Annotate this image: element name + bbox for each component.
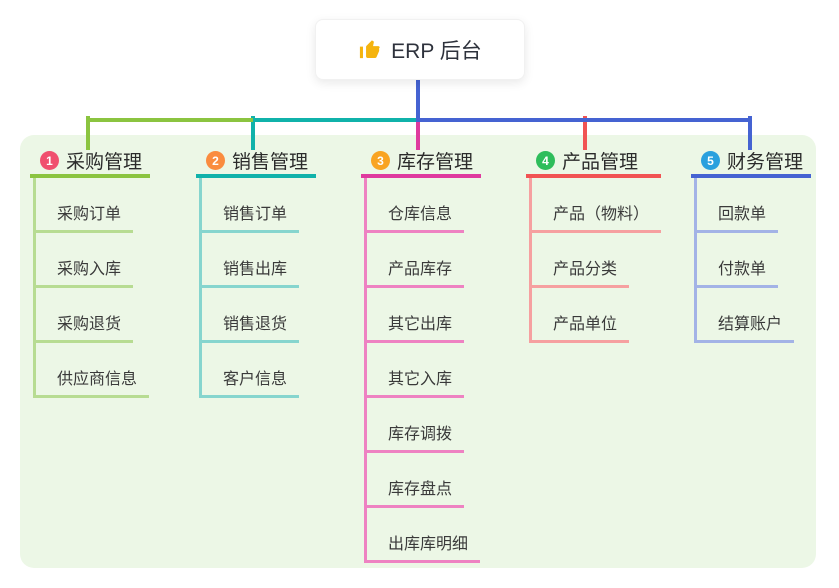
child-node-label: 付款单 (718, 261, 767, 278)
branch-number-badge: 4 (536, 151, 555, 170)
child-node-label: 仓库信息 (388, 206, 453, 223)
branch-node[interactable]: 1 采购管理 (30, 150, 151, 178)
child-node-label: 其它入库 (388, 371, 453, 388)
child-node[interactable]: 库存调拨 (367, 398, 465, 453)
child-node-label: 供应商信息 (57, 371, 138, 388)
child-node[interactable]: 仓库信息 (367, 178, 465, 233)
branch-children: 销售订单 销售出库 销售退货 客户信息 (199, 178, 316, 398)
branch-node[interactable]: 2 销售管理 (196, 150, 317, 178)
child-node[interactable]: 销售退货 (202, 288, 300, 343)
child-node-label: 产品库存 (388, 261, 453, 278)
branch-4: 4 产品管理 产品（物料） 产品分类 产品单位 (526, 150, 662, 343)
branch-number-badge: 3 (371, 151, 390, 170)
thumbs-up-icon (360, 40, 381, 59)
child-node[interactable]: 其它入库 (367, 343, 465, 398)
child-node-label: 其它出库 (388, 316, 453, 333)
branch-children: 仓库信息 产品库存 其它出库 其它入库 库存调拨 库存盘点 出库库明细 (364, 178, 481, 563)
child-node-label: 出库库明细 (388, 536, 469, 553)
branch-children: 产品（物料） 产品分类 产品单位 (529, 178, 662, 343)
branch-number-badge: 5 (701, 151, 720, 170)
mindmap-panel (20, 135, 816, 568)
root-node[interactable]: ERP 后台 (315, 19, 525, 80)
child-node-label: 产品分类 (553, 261, 618, 278)
child-node-label: 销售退货 (223, 316, 288, 333)
branch-node-label: 产品管理 (562, 152, 639, 173)
child-node[interactable]: 付款单 (697, 233, 779, 288)
child-node-label: 产品单位 (553, 316, 618, 333)
child-node-label: 销售出库 (223, 261, 288, 278)
branch-1: 1 采购管理 采购订单 采购入库 采购退货 供应商信息 (30, 150, 151, 398)
branch-number-badge: 2 (206, 151, 225, 170)
root-node-label: ERP 后台 (391, 39, 482, 63)
child-node[interactable]: 采购退货 (36, 288, 134, 343)
child-node[interactable]: 产品库存 (367, 233, 465, 288)
branch-2: 2 销售管理 销售订单 销售出库 销售退货 客户信息 (196, 150, 317, 398)
child-node-label: 库存盘点 (388, 481, 453, 498)
branch-5: 5 财务管理 回款单 付款单 结算账户 (691, 150, 812, 343)
child-node[interactable]: 销售订单 (202, 178, 300, 233)
child-node[interactable]: 产品单位 (532, 288, 630, 343)
child-node[interactable]: 采购订单 (36, 178, 134, 233)
branch-children: 回款单 付款单 结算账户 (694, 178, 811, 343)
child-node-label: 销售订单 (223, 206, 288, 223)
child-node[interactable]: 采购入库 (36, 233, 134, 288)
branch-node-label: 采购管理 (66, 152, 143, 173)
child-node-label: 库存调拨 (388, 426, 453, 443)
child-node[interactable]: 出库库明细 (367, 508, 481, 563)
child-node[interactable]: 供应商信息 (36, 343, 150, 398)
child-node[interactable]: 销售出库 (202, 233, 300, 288)
branch-number-badge: 1 (40, 151, 59, 170)
child-node[interactable]: 客户信息 (202, 343, 300, 398)
child-node[interactable]: 结算账户 (697, 288, 795, 343)
child-node-label: 采购入库 (57, 261, 122, 278)
branch-node[interactable]: 4 产品管理 (526, 150, 662, 178)
branch-node[interactable]: 5 财务管理 (691, 150, 812, 178)
child-node[interactable]: 回款单 (697, 178, 779, 233)
child-node-label: 客户信息 (223, 371, 288, 388)
branch-node-label: 库存管理 (397, 152, 474, 173)
child-node[interactable]: 产品（物料） (532, 178, 662, 233)
branch-node-label: 销售管理 (232, 152, 309, 173)
branch-node-label: 财务管理 (727, 152, 804, 173)
branch-3: 3 库存管理 仓库信息 产品库存 其它出库 其它入库 库存调拨 库存盘点 出库库… (361, 150, 482, 563)
child-node-label: 产品（物料） (553, 206, 650, 223)
child-node-label: 回款单 (718, 206, 767, 223)
branch-children: 采购订单 采购入库 采购退货 供应商信息 (33, 178, 150, 398)
child-node[interactable]: 库存盘点 (367, 453, 465, 508)
child-node-label: 采购退货 (57, 316, 122, 333)
branch-node[interactable]: 3 库存管理 (361, 150, 482, 178)
child-node-label: 结算账户 (718, 316, 783, 333)
child-node-label: 采购订单 (57, 206, 122, 223)
child-node[interactable]: 其它出库 (367, 288, 465, 343)
child-node[interactable]: 产品分类 (532, 233, 630, 288)
